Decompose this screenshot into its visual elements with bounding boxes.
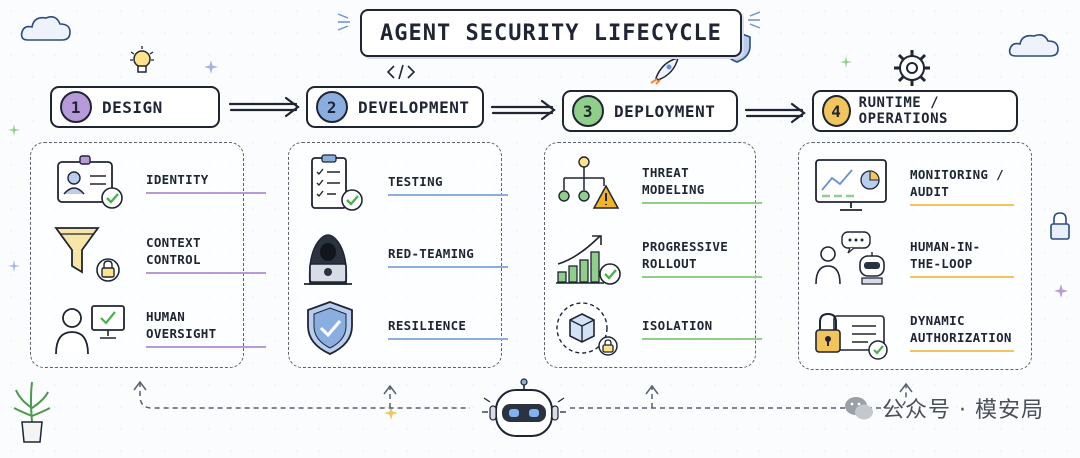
phase-label: DEVELOPMENT [358, 97, 470, 117]
item-testing: TESTING [302, 154, 508, 214]
shield-check-icon [307, 301, 353, 355]
sparkle-icon [384, 406, 398, 420]
item-human-in-the-loop: HUMAN-IN- THE-LOOP [812, 228, 1014, 288]
sparkle-icon [840, 56, 852, 68]
watermark-text: 公众号 · 模安局 [882, 398, 1044, 423]
phase-label: DESIGN [102, 97, 163, 117]
item-label: RED-TEAMING [388, 245, 508, 268]
item-label: HUMAN-IN- THE-LOOP [910, 238, 1014, 278]
item-label: THREAT MODELING [642, 164, 762, 204]
item-label: TESTING [388, 173, 508, 196]
sketch-marks-icon [748, 11, 761, 29]
phase-number: 3 [572, 95, 604, 127]
phase-label: DEPLOYMENT [614, 101, 716, 121]
potted-plant-icon [13, 381, 51, 443]
lock-panel-check-icon [815, 312, 888, 360]
sketch-marks-icon [337, 13, 350, 31]
checklist-check-icon [311, 154, 363, 211]
item-context-control: CONTEXT CONTROL [52, 224, 266, 284]
growth-bars-icon [556, 235, 621, 285]
arrow-design-to-development [228, 102, 298, 112]
gear-icon [894, 50, 930, 86]
tree-warning-icon [558, 156, 620, 209]
rocket-icon [650, 56, 680, 85]
item-progressive-rollout: PROGRESSIVE ROLLOUT [554, 228, 762, 288]
item-label: DYNAMIC AUTHORIZATION [910, 312, 1014, 352]
cube-lock-icon [556, 302, 618, 356]
cloud-icon [1008, 34, 1059, 57]
code-icon [386, 64, 416, 80]
sparkle-icon [204, 60, 218, 74]
arrow-development-to-deployment [490, 105, 554, 115]
hooded-hacker-icon [304, 234, 352, 285]
phase-number: 4 [822, 95, 851, 127]
dashboard-monitor-icon [815, 159, 887, 211]
phase-header-development: 2 DEVELOPMENT [306, 86, 484, 128]
item-human-oversight: HUMAN OVERSIGHT [52, 298, 266, 358]
phase-header-design: 1 DESIGN [50, 86, 220, 128]
item-resilience: RESILIENCE [302, 298, 508, 358]
item-dynamic-authorization: DYNAMIC AUTHORIZATION [812, 302, 1014, 362]
sparkle-icon [8, 260, 20, 272]
item-identity: IDENTITY [52, 152, 266, 212]
padlock-icon [1050, 212, 1070, 240]
item-label: ISOLATION [642, 317, 762, 340]
phase-number: 2 [316, 91, 348, 123]
item-red-teaming: RED-TEAMING [302, 226, 508, 286]
phase-header-runtime: 4 RUNTIME / OPERATIONS [812, 90, 1018, 132]
item-label: RESILIENCE [388, 317, 508, 340]
sparkle-icon [8, 124, 20, 136]
cloud-icon [20, 16, 71, 41]
phase-label: RUNTIME / OPERATIONS [858, 95, 948, 127]
feedback-loop [139, 382, 907, 409]
phase-number: 1 [60, 91, 92, 123]
item-label: HUMAN OVERSIGHT [146, 308, 266, 348]
robot-icon [482, 378, 566, 437]
sparkle-icon [1054, 284, 1068, 298]
funnel-lock-icon [54, 227, 120, 282]
item-label: MONITORING / AUDIT [910, 166, 1014, 206]
wechat-icon [845, 397, 874, 420]
arrow-deployment-to-runtime [744, 108, 804, 118]
phase-header-deployment: 3 DEPLOYMENT [562, 90, 738, 132]
person-monitor-icon [55, 305, 125, 355]
item-isolation: ISOLATION [554, 298, 762, 358]
item-label: PROGRESSIVE ROLLOUT [642, 238, 762, 278]
human-robot-chat-icon [815, 231, 885, 285]
item-threat-modeling: THREAT MODELING [554, 154, 762, 214]
id-card-check-icon [57, 155, 123, 209]
watermark: 公众号 · 模安局 [844, 392, 1044, 424]
diagram-title: AGENT SECURITY LIFECYCLE [360, 9, 742, 57]
lightbulb-icon [130, 46, 154, 73]
item-monitoring-audit: MONITORING / AUDIT [812, 156, 1014, 216]
item-label: CONTEXT CONTROL [146, 234, 266, 274]
item-label: IDENTITY [146, 171, 266, 194]
